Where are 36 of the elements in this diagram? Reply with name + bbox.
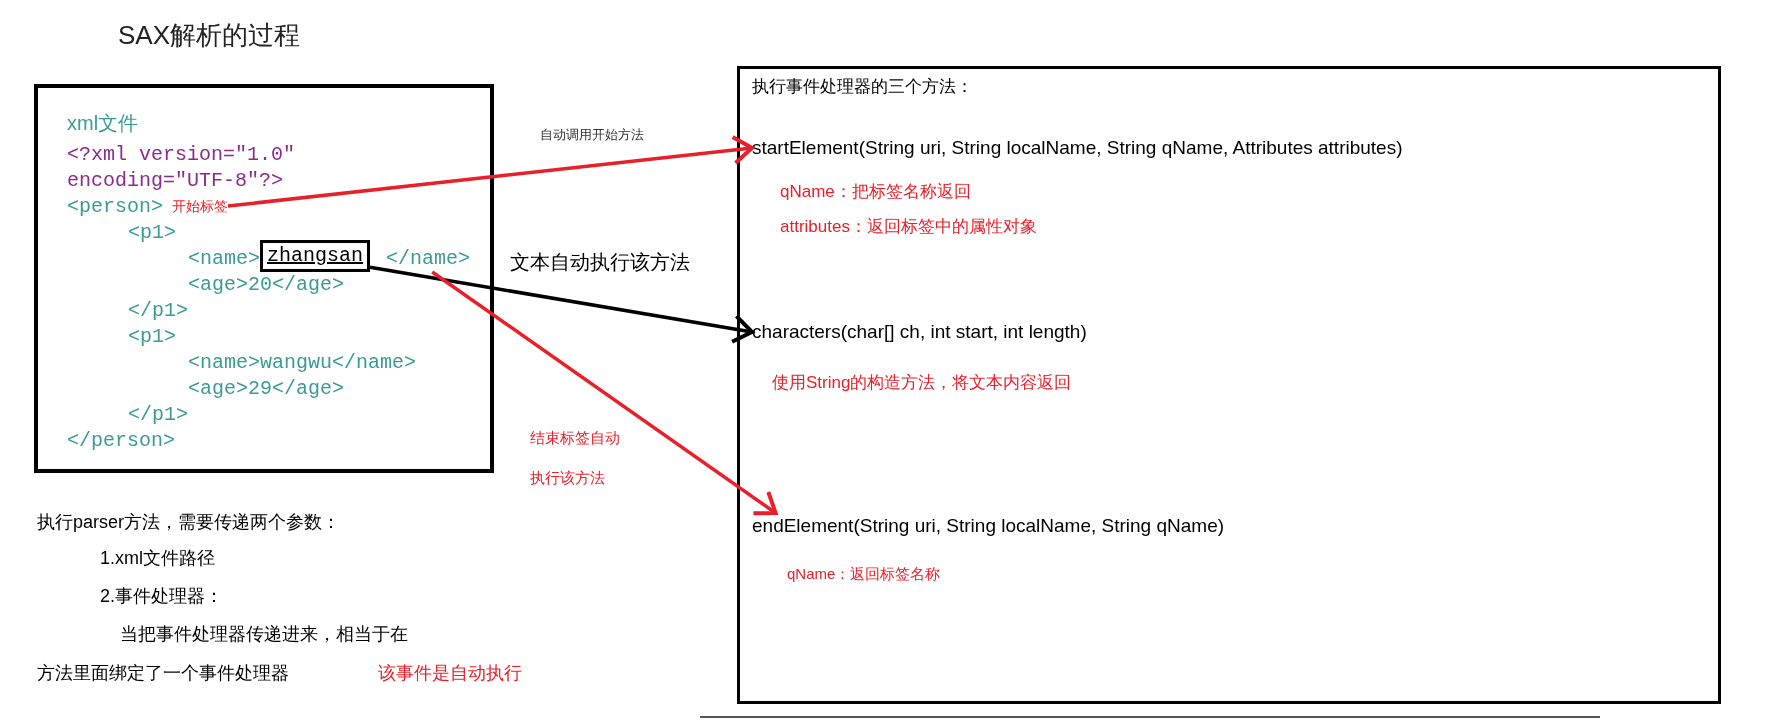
text-content-box: zhangsan xyxy=(260,240,370,272)
box-heading: 执行事件处理器的三个方法： xyxy=(752,76,973,98)
code-line: </p1> xyxy=(128,298,188,324)
method-signature: startElement(String uri, String localName, String qName, Attributes attributes) xyxy=(752,135,1403,161)
title: SAX解析的过程 xyxy=(118,19,301,52)
edge-label: 自动调用开始方法 xyxy=(540,126,644,144)
method-signature: endElement(String uri, String localName, String qName) xyxy=(752,513,1225,539)
code-line: <age>29</age> xyxy=(188,376,345,402)
method-note: 使用String的构造方法，将文本内容返回 xyxy=(772,372,1072,394)
method-signature: characters(char[] ch, int start, int length) xyxy=(752,319,1087,345)
code-line: <name> xyxy=(188,246,260,272)
method-note: attributes：返回标签中的属性对象 xyxy=(780,216,1037,238)
code-line: <p1> xyxy=(128,220,176,246)
method-note: qName：把标签名称返回 xyxy=(780,181,971,203)
note-text: 当把事件处理器传递进来，相当于在 xyxy=(120,623,408,646)
end-tag-code: </name> xyxy=(386,246,470,272)
code-line: <person> xyxy=(67,194,163,220)
note-text: 2.事件处理器： xyxy=(100,585,223,608)
note-text: 1.xml文件路径 xyxy=(100,547,215,570)
xml-file-box xyxy=(34,84,494,473)
code-line: <age>20</age> xyxy=(188,272,345,298)
code-line: <?xml version="1.0" encoding="UTF-8"?> xyxy=(67,142,297,194)
method-note: qName：返回标签名称 xyxy=(787,564,941,584)
box-heading: xml文件 xyxy=(67,111,139,136)
note-text: 执行parser方法，需要传递两个参数： xyxy=(37,511,341,534)
start-tag-note: 开始标签 xyxy=(172,196,228,216)
arrow xyxy=(369,265,754,344)
code-line: <p1> xyxy=(128,324,176,350)
arrow xyxy=(227,135,754,208)
code-line: </person> xyxy=(67,428,176,454)
note-text: 方法里面绑定了一个事件处理器 xyxy=(37,662,289,685)
arrow xyxy=(431,270,778,516)
code-line: </p1> xyxy=(128,402,188,428)
handler-methods-box xyxy=(737,66,1721,704)
note-text: 该事件是自动执行 xyxy=(378,662,522,685)
code-line: <name>wangwu</name> xyxy=(188,350,417,376)
